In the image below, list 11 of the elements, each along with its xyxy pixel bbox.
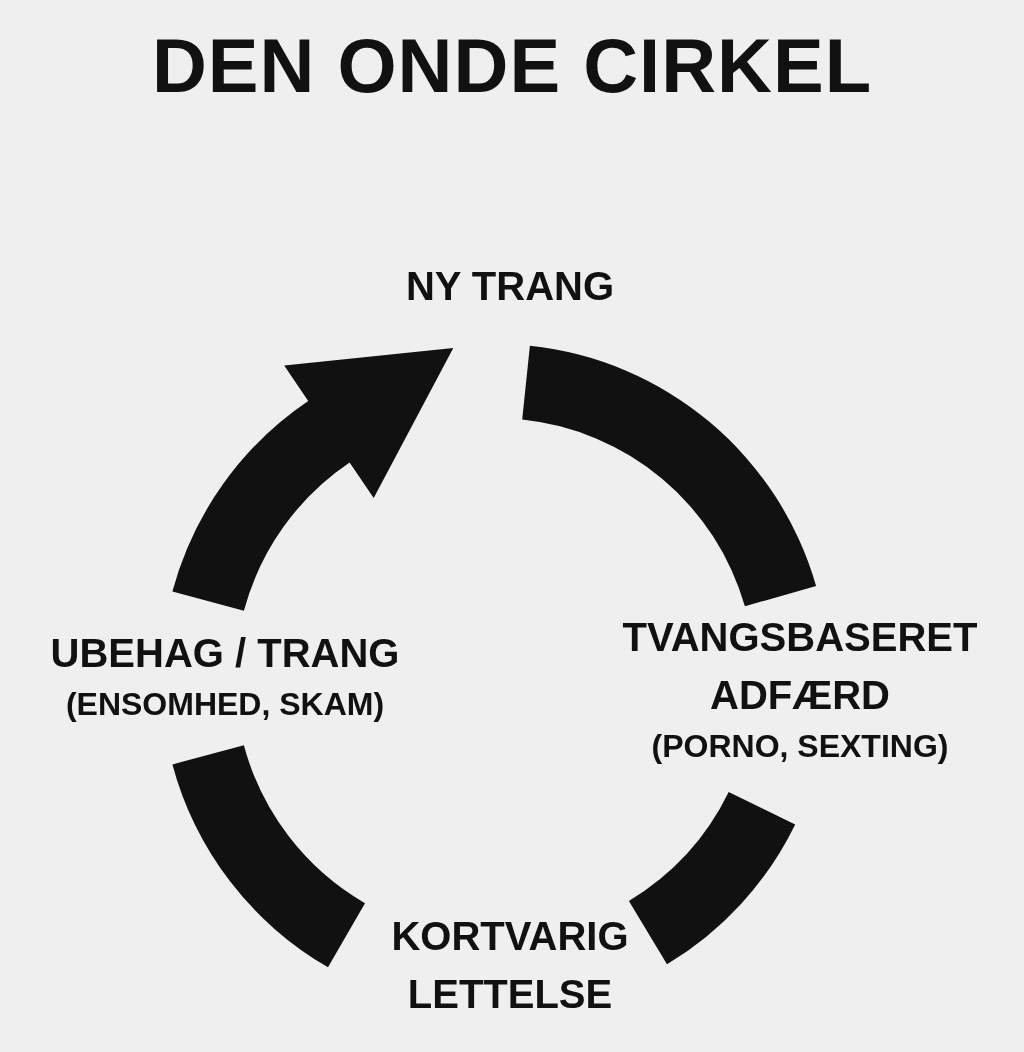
cycle-step-label: TVANGSBASERET ADFÆRD xyxy=(621,614,979,719)
diagram-title: DEN ONDE CIRKEL xyxy=(150,22,874,109)
cycle-step-label: UBEHAG / TRANG xyxy=(49,630,401,677)
curved-band xyxy=(628,792,796,965)
example-note: (ENSOMHED, SKAM) xyxy=(64,685,386,724)
curved-arrow xyxy=(172,347,454,611)
cycle-step-label: KORTVARIG LETTELSE xyxy=(390,913,630,1018)
example-note: (PORNO, SEXTING) xyxy=(650,727,950,766)
cycle-step-label: NY TRANG xyxy=(404,262,616,310)
curved-band xyxy=(172,745,365,968)
curved-band xyxy=(522,345,817,607)
